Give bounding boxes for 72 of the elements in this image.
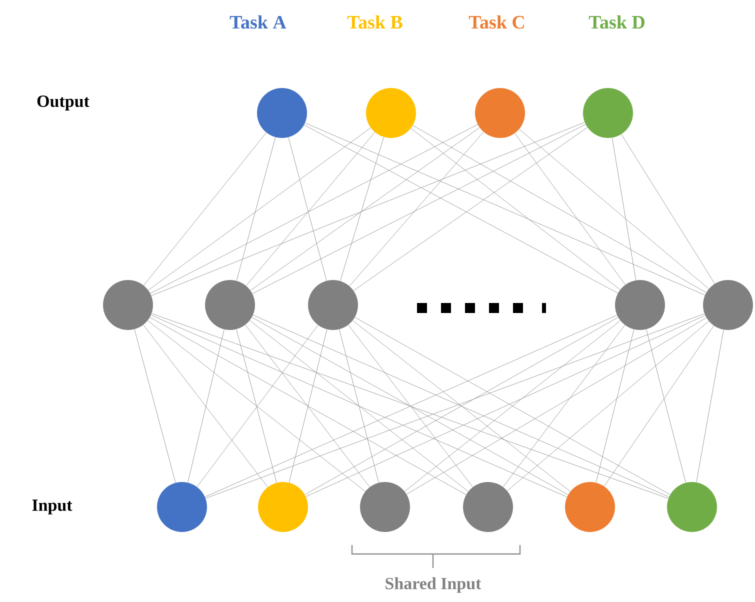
neuron-circle	[360, 482, 410, 532]
connection-line	[150, 317, 466, 495]
connection-line	[151, 122, 585, 296]
connection-line	[502, 324, 626, 488]
connection-line	[596, 329, 634, 483]
connection-line	[352, 320, 570, 492]
task-label: Task C	[468, 15, 524, 29]
connection-line	[354, 317, 670, 495]
connection-line	[348, 324, 473, 488]
connection-line	[612, 138, 636, 280]
connection-line	[245, 324, 370, 488]
connection-line	[406, 318, 707, 494]
connection-line	[404, 320, 620, 492]
connection-line	[339, 329, 379, 483]
neuron-circle	[463, 482, 513, 532]
connection-line	[150, 124, 478, 294]
connection-line	[304, 122, 706, 296]
connection-line	[246, 132, 376, 286]
neuron-circle	[257, 88, 307, 138]
neuron-circle	[103, 280, 153, 330]
connection-line	[188, 329, 224, 483]
connection-line	[252, 314, 670, 498]
connection-line	[144, 132, 266, 286]
connection-line	[150, 314, 568, 498]
connection-line	[604, 326, 714, 486]
connection-line	[696, 330, 724, 482]
layer-label: Input	[32, 500, 72, 514]
neuron-circle	[583, 88, 633, 138]
neuron-circle	[565, 482, 615, 532]
connection-line	[252, 317, 568, 495]
connection-line	[410, 128, 620, 290]
connection-line	[519, 128, 709, 290]
connection-line	[514, 133, 626, 285]
connection-line	[205, 314, 705, 498]
connection-line	[148, 128, 371, 290]
connection-line	[304, 317, 618, 495]
task-label: Task D	[588, 15, 644, 29]
task-label: Task B	[347, 15, 402, 29]
connection-line	[646, 329, 686, 483]
task-label: Task A	[230, 15, 286, 29]
connection-line	[288, 329, 328, 483]
layer-label: Output	[37, 96, 90, 110]
connection-line	[148, 320, 366, 492]
neuron-circle	[667, 482, 717, 532]
connection-line	[306, 315, 706, 497]
connection-line	[236, 329, 277, 483]
neuron-circle	[157, 482, 207, 532]
connection-line	[353, 127, 588, 291]
connection-line	[151, 313, 669, 499]
connection-line	[143, 324, 268, 488]
connection-line	[412, 125, 706, 293]
connection-line	[288, 137, 327, 281]
neuron-circle	[258, 482, 308, 532]
neuron-circle	[475, 88, 525, 138]
layer-label: Shared Input	[386, 577, 482, 593]
connection-line	[250, 320, 468, 492]
neuron-circle	[703, 280, 753, 330]
connection-line	[507, 320, 709, 492]
neuron-circle	[366, 88, 416, 138]
connection-line	[196, 324, 318, 488]
connection-line	[340, 136, 384, 282]
connection-line	[204, 314, 618, 498]
connection-line	[621, 134, 715, 284]
connection-line	[304, 124, 618, 294]
neuron-circle	[205, 280, 255, 330]
neuron-circle	[308, 280, 358, 330]
connection-line	[236, 137, 276, 281]
connection-line	[250, 127, 480, 291]
neuron-circle	[615, 280, 665, 330]
connection-line	[349, 132, 484, 286]
connection-line	[252, 124, 586, 294]
connection-line	[134, 329, 176, 483]
